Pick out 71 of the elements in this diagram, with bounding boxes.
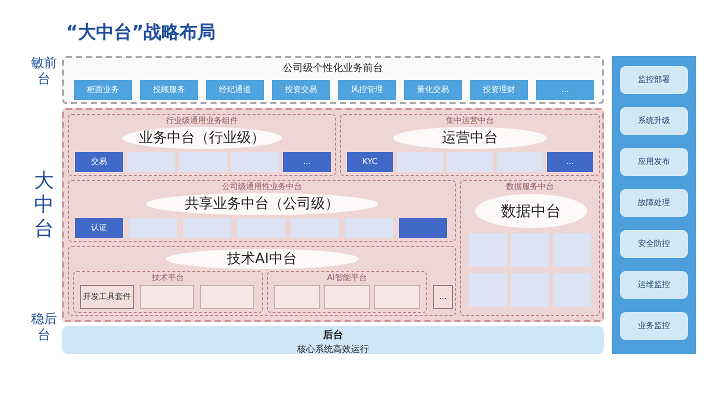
panel-title: 业务中台（行业级）	[122, 127, 282, 149]
panel-title: 技术AI中台	[166, 249, 358, 269]
panel-title: 运营中台	[392, 127, 548, 149]
panel-heading: 数据服务中台	[505, 182, 555, 192]
module-tile	[397, 152, 443, 172]
tier-label: 大中台	[33, 168, 55, 240]
dashed-panel	[73, 271, 263, 313]
panel-title: 共享业务中台（公司级）	[146, 193, 378, 215]
module-tile	[274, 285, 320, 309]
module-tile: ...	[433, 285, 453, 309]
module-tile: 投资理财	[470, 80, 528, 100]
panel-title: 数据中台	[475, 194, 587, 228]
module-tile	[553, 233, 591, 267]
dashed-panel	[68, 180, 456, 242]
module-tile	[140, 285, 194, 309]
module-tile: 投资交易	[272, 80, 330, 100]
module-tile: KYC	[347, 152, 393, 172]
module-tile: 运维监控	[620, 271, 688, 299]
panel-subtitle: 核心系统高效运行	[296, 344, 370, 356]
module-tile: 应用发布	[620, 148, 688, 176]
module-tile	[399, 218, 447, 238]
side-panel	[612, 56, 696, 354]
module-tile	[183, 218, 231, 238]
module-tile: 柜面业务	[74, 80, 132, 100]
panel-heading: 公司级个性化业务前台	[282, 62, 384, 75]
module-tile	[127, 152, 175, 172]
module-tile	[237, 218, 285, 238]
module-tile	[324, 285, 370, 309]
module-tile	[345, 218, 393, 238]
module-tile	[200, 285, 254, 309]
module-tile: 交易	[75, 152, 123, 172]
module-tile: 投顾服务	[140, 80, 198, 100]
tier-label: 敏前台	[30, 56, 58, 88]
dashed-panel	[340, 114, 600, 176]
module-tile: 监控部署	[620, 66, 688, 94]
module-tile: 故障处理	[620, 189, 688, 217]
dashed-panel	[267, 271, 427, 313]
module-tile	[179, 152, 227, 172]
module-tile: ...	[547, 152, 593, 172]
module-tile	[553, 273, 591, 307]
module-tile	[129, 218, 177, 238]
panel-heading: AI智能平台	[326, 273, 368, 283]
module-tile	[497, 152, 543, 172]
module-tile: 安全防控	[620, 230, 688, 258]
dashed-panel	[68, 246, 456, 316]
panel-heading: 行业级通用业务组件	[165, 116, 239, 126]
module-tile: ...	[536, 80, 594, 100]
module-tile	[469, 273, 507, 307]
module-tile	[511, 233, 549, 267]
module-tile: 认证	[75, 218, 123, 238]
module-tile	[511, 273, 549, 307]
module-tile	[374, 285, 420, 309]
module-tile: 业务监控	[620, 312, 688, 340]
module-tile: ...	[283, 152, 331, 172]
panel-heading: 技术平台	[151, 273, 185, 283]
module-tile: 经纪通道	[206, 80, 264, 100]
module-tile	[291, 218, 339, 238]
panel-heading: 公司级通用性业务中台	[221, 182, 303, 192]
tier-label: 稳后台	[30, 312, 58, 344]
panel-title: 后台	[322, 328, 344, 342]
module-tile: 系统升级	[620, 107, 688, 135]
module-tile	[469, 233, 507, 267]
panel-heading: 集中运营中台	[445, 116, 495, 126]
module-tile: 风控管理	[338, 80, 396, 100]
page-title: “大中台”战略布局	[66, 21, 216, 44]
module-tile: 开发工具套件	[80, 285, 134, 309]
module-tile: 量化交易	[404, 80, 462, 100]
dashed-panel	[460, 180, 600, 316]
dashed-panel	[68, 114, 336, 176]
module-tile	[447, 152, 493, 172]
module-tile	[231, 152, 279, 172]
